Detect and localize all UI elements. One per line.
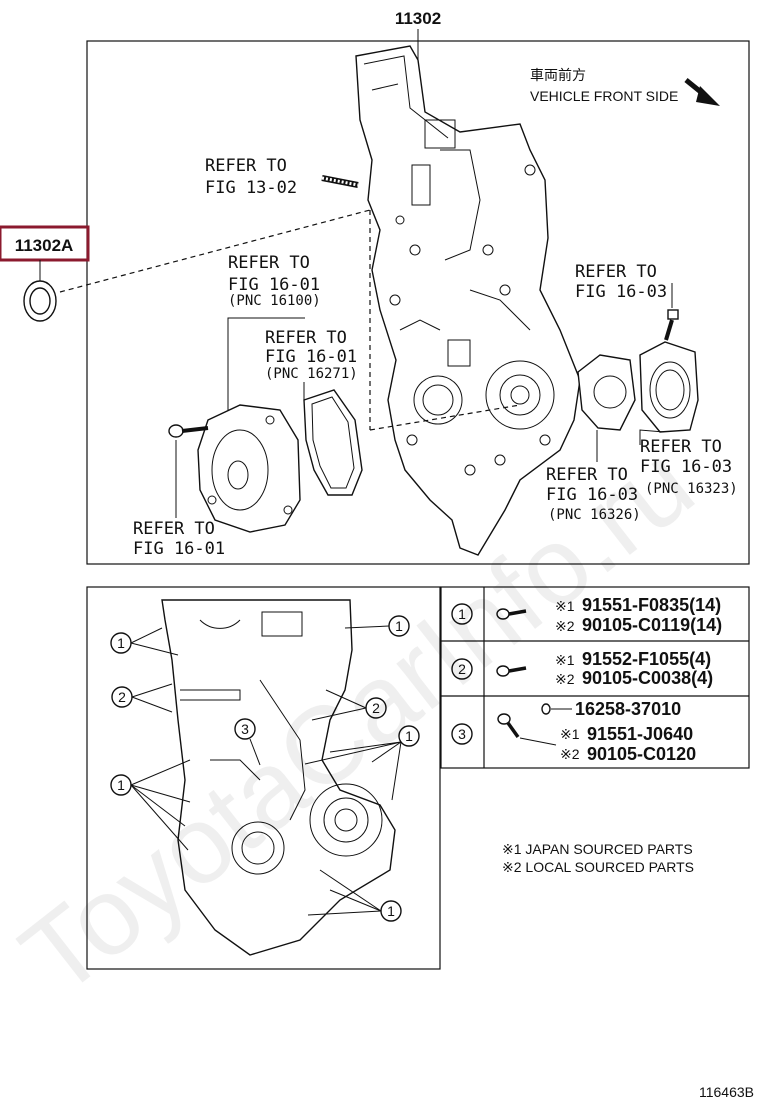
svg-text:91551-F0835(14): 91551-F0835(14) bbox=[582, 595, 721, 615]
ref-fig-16-01a-l2[interactable]: FIG 16-01 bbox=[228, 275, 320, 295]
svg-text:1: 1 bbox=[387, 903, 395, 919]
bolt-3-icon bbox=[497, 713, 520, 739]
bolt-1-icon bbox=[496, 608, 527, 620]
svg-text:90105-C0120: 90105-C0120 bbox=[587, 744, 696, 764]
oil-seal-part[interactable] bbox=[23, 280, 57, 322]
ref-fig-16-03c-l1[interactable]: REFER TO bbox=[546, 465, 628, 485]
main-part-number[interactable]: 11302 bbox=[395, 9, 441, 28]
svg-text:1: 1 bbox=[458, 606, 466, 622]
ref-fig-16-03b-l1[interactable]: REFER TO bbox=[640, 437, 722, 457]
svg-text:90105-C0038(4): 90105-C0038(4) bbox=[582, 668, 713, 688]
ref-fig-13-02-l2[interactable]: FIG 13-02 bbox=[205, 178, 297, 198]
ref-fig-16-03c-l3[interactable]: (PNC 16326) bbox=[548, 507, 641, 523]
svg-text:16258-37010: 16258-37010 bbox=[575, 699, 681, 719]
stud-bolt-part[interactable] bbox=[321, 175, 359, 188]
svg-text:2: 2 bbox=[458, 661, 466, 677]
legend-local-sourced: ※2 LOCAL SOURCED PARTS bbox=[502, 859, 694, 875]
svg-text:※2: ※2 bbox=[555, 618, 575, 634]
water-pump-gasket-part[interactable] bbox=[303, 389, 363, 496]
cover-outline-drawing bbox=[161, 599, 396, 956]
ref-fig-16-03a-l2[interactable]: FIG 16-03 bbox=[575, 282, 667, 302]
bolt-location-panel-frame bbox=[86, 586, 441, 970]
housing-bolt-part[interactable] bbox=[664, 309, 679, 341]
ref-fig-16-03a-l1[interactable]: REFER TO bbox=[575, 262, 657, 282]
water-inlet-housing-part[interactable] bbox=[639, 341, 699, 433]
svg-text:※1: ※1 bbox=[555, 652, 575, 668]
svg-text:2: 2 bbox=[118, 689, 126, 705]
svg-text:※2: ※2 bbox=[555, 671, 575, 687]
ref-fig-16-01a-l1[interactable]: REFER TO bbox=[228, 253, 310, 273]
svg-text:90105-C0119(14): 90105-C0119(14) bbox=[582, 615, 722, 635]
svg-text:※1: ※1 bbox=[560, 726, 580, 742]
svg-text:※2: ※2 bbox=[560, 746, 580, 762]
ref-fig-16-01c-l2[interactable]: FIG 16-01 bbox=[133, 539, 225, 559]
water-inlet-gasket-part[interactable] bbox=[577, 354, 636, 431]
svg-text:3: 3 bbox=[458, 726, 466, 742]
svg-text:3: 3 bbox=[241, 721, 249, 737]
timing-chain-cover-part[interactable] bbox=[355, 45, 581, 556]
watermark: ToyotaCarInfo.ru bbox=[0, 421, 716, 1019]
svg-text:2: 2 bbox=[372, 700, 380, 716]
bolt-row-1[interactable]: 1 ※1 91551-F0835(14) ※2 90105-C0119(14) bbox=[451, 595, 722, 635]
bolt-table: 1 ※1 91551-F0835(14) ※2 90105-C0119(14) … bbox=[440, 586, 750, 769]
bolt-2-icon bbox=[496, 665, 527, 677]
highlight-part-box bbox=[0, 225, 90, 262]
vehicle-front-jp: 車両前方 bbox=[530, 67, 586, 83]
svg-text:1: 1 bbox=[405, 728, 413, 744]
figure-id: 116463B bbox=[699, 1084, 754, 1100]
svg-text:※1: ※1 bbox=[555, 598, 575, 614]
ref-fig-13-02-l1[interactable]: REFER TO bbox=[205, 156, 287, 176]
washer-icon bbox=[541, 703, 551, 715]
svg-text:1: 1 bbox=[117, 777, 125, 793]
ref-fig-16-03b-l3[interactable]: (PNC 16323) bbox=[645, 481, 738, 497]
front-arrow-icon bbox=[684, 78, 720, 106]
water-pump-part[interactable] bbox=[197, 404, 301, 533]
ref-fig-16-03c-l2[interactable]: FIG 16-03 bbox=[546, 485, 638, 505]
ref-fig-16-01b-l1[interactable]: REFER TO bbox=[265, 328, 347, 348]
svg-text:1: 1 bbox=[117, 635, 125, 651]
ref-fig-16-03b-l2[interactable]: FIG 16-03 bbox=[640, 457, 732, 477]
ref-fig-16-01b-l2[interactable]: FIG 16-01 bbox=[265, 347, 357, 367]
bolt-row-3[interactable]: 3 16258-37010 ※1 91551-J0640 ※2 90105-C0… bbox=[451, 699, 696, 764]
bolt-row-2[interactable]: 2 ※1 91552-F1055(4) ※2 90105-C0038(4) bbox=[451, 649, 713, 688]
highlight-part-number[interactable]: 11302A bbox=[15, 236, 74, 255]
ref-fig-16-01c-l1[interactable]: REFER TO bbox=[133, 519, 215, 539]
vehicle-front-en: VEHICLE FRONT SIDE bbox=[530, 88, 678, 104]
svg-text:1: 1 bbox=[395, 618, 403, 634]
svg-text:91552-F1055(4): 91552-F1055(4) bbox=[582, 649, 711, 669]
legend-japan-sourced: ※1 JAPAN SOURCED PARTS bbox=[502, 841, 693, 857]
water-pump-bolt-part[interactable] bbox=[168, 424, 209, 438]
bolt-callouts: 1 1 2 2 3 1 1 1 bbox=[110, 615, 420, 922]
svg-text:91551-J0640: 91551-J0640 bbox=[587, 724, 693, 744]
ref-fig-16-01a-l3[interactable]: (PNC 16100) bbox=[228, 293, 321, 309]
ref-fig-16-01b-l3[interactable]: (PNC 16271) bbox=[265, 366, 358, 382]
